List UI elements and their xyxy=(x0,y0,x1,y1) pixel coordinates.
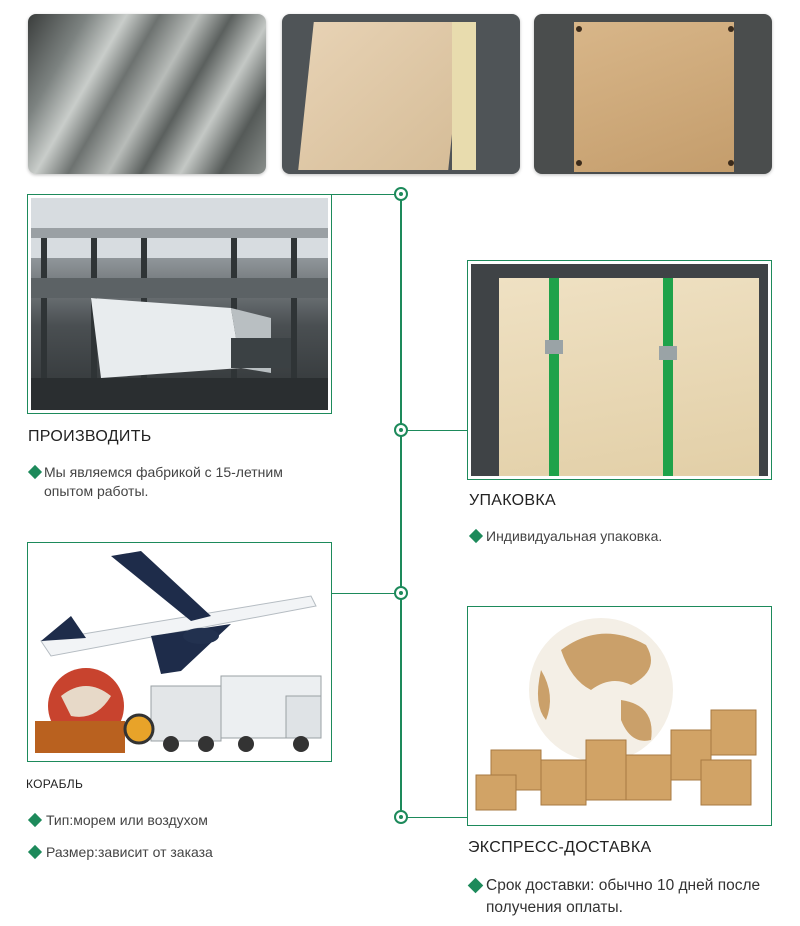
diamond-bullet-icon xyxy=(468,528,484,544)
timeline-node-icon xyxy=(394,187,408,201)
green-strap xyxy=(663,278,673,476)
strap-buckle xyxy=(659,346,677,360)
produce-title: ПРОИЗВОДИТЬ xyxy=(28,428,152,445)
packaging-title: УПАКОВКА xyxy=(469,492,556,509)
green-strap xyxy=(549,278,559,476)
screw-dot xyxy=(576,160,582,166)
express-image xyxy=(467,606,772,826)
diamond-bullet-icon xyxy=(27,812,43,828)
ship-bullet-size: Размер:зависит от заказа xyxy=(46,844,213,860)
shipping-image xyxy=(27,542,332,762)
crate-side xyxy=(452,22,476,170)
produce-bullet: Мы являемся фабрикой с 15-летним опытом … xyxy=(44,464,283,499)
connector-ship xyxy=(330,593,400,594)
strap-buckle xyxy=(545,340,563,354)
crate-face xyxy=(298,22,464,170)
screw-dot xyxy=(576,26,582,32)
timeline-node-icon xyxy=(394,810,408,824)
screw-dot xyxy=(728,26,734,32)
express-illustration xyxy=(475,618,757,811)
packaging-image xyxy=(467,260,772,480)
timeline-node-icon xyxy=(394,586,408,600)
shipping-illustration xyxy=(35,551,322,753)
mesh-rolls-photo xyxy=(28,14,266,174)
timeline-node-icon xyxy=(394,423,408,437)
packed-sheet xyxy=(499,278,759,476)
diamond-bullet-icon xyxy=(467,877,484,894)
connector-produce xyxy=(330,194,400,195)
express-title: ЭКСПРЕСС-ДОСТАВКА xyxy=(468,839,652,856)
diamond-bullet-icon xyxy=(27,464,43,480)
ship-title: КОРАБЛЬ xyxy=(26,777,84,791)
connector-express xyxy=(401,817,469,818)
connector-packaging xyxy=(401,430,469,431)
factory-illustration xyxy=(31,198,328,410)
ship-bullet-type: Тип:морем или воздухом xyxy=(46,812,208,828)
factory-image xyxy=(27,194,332,414)
packaging-bullet: Индивидуальная упаковка. xyxy=(486,528,663,544)
wooden-crate-photo xyxy=(282,14,520,174)
plywood-board-photo xyxy=(534,14,772,174)
timeline-line xyxy=(400,194,402,818)
screw-dot xyxy=(728,160,734,166)
plywood-sheet xyxy=(574,22,734,172)
diamond-bullet-icon xyxy=(27,844,43,860)
express-bullet: Срок доставки: обычно 10 дней после полу… xyxy=(486,877,761,916)
